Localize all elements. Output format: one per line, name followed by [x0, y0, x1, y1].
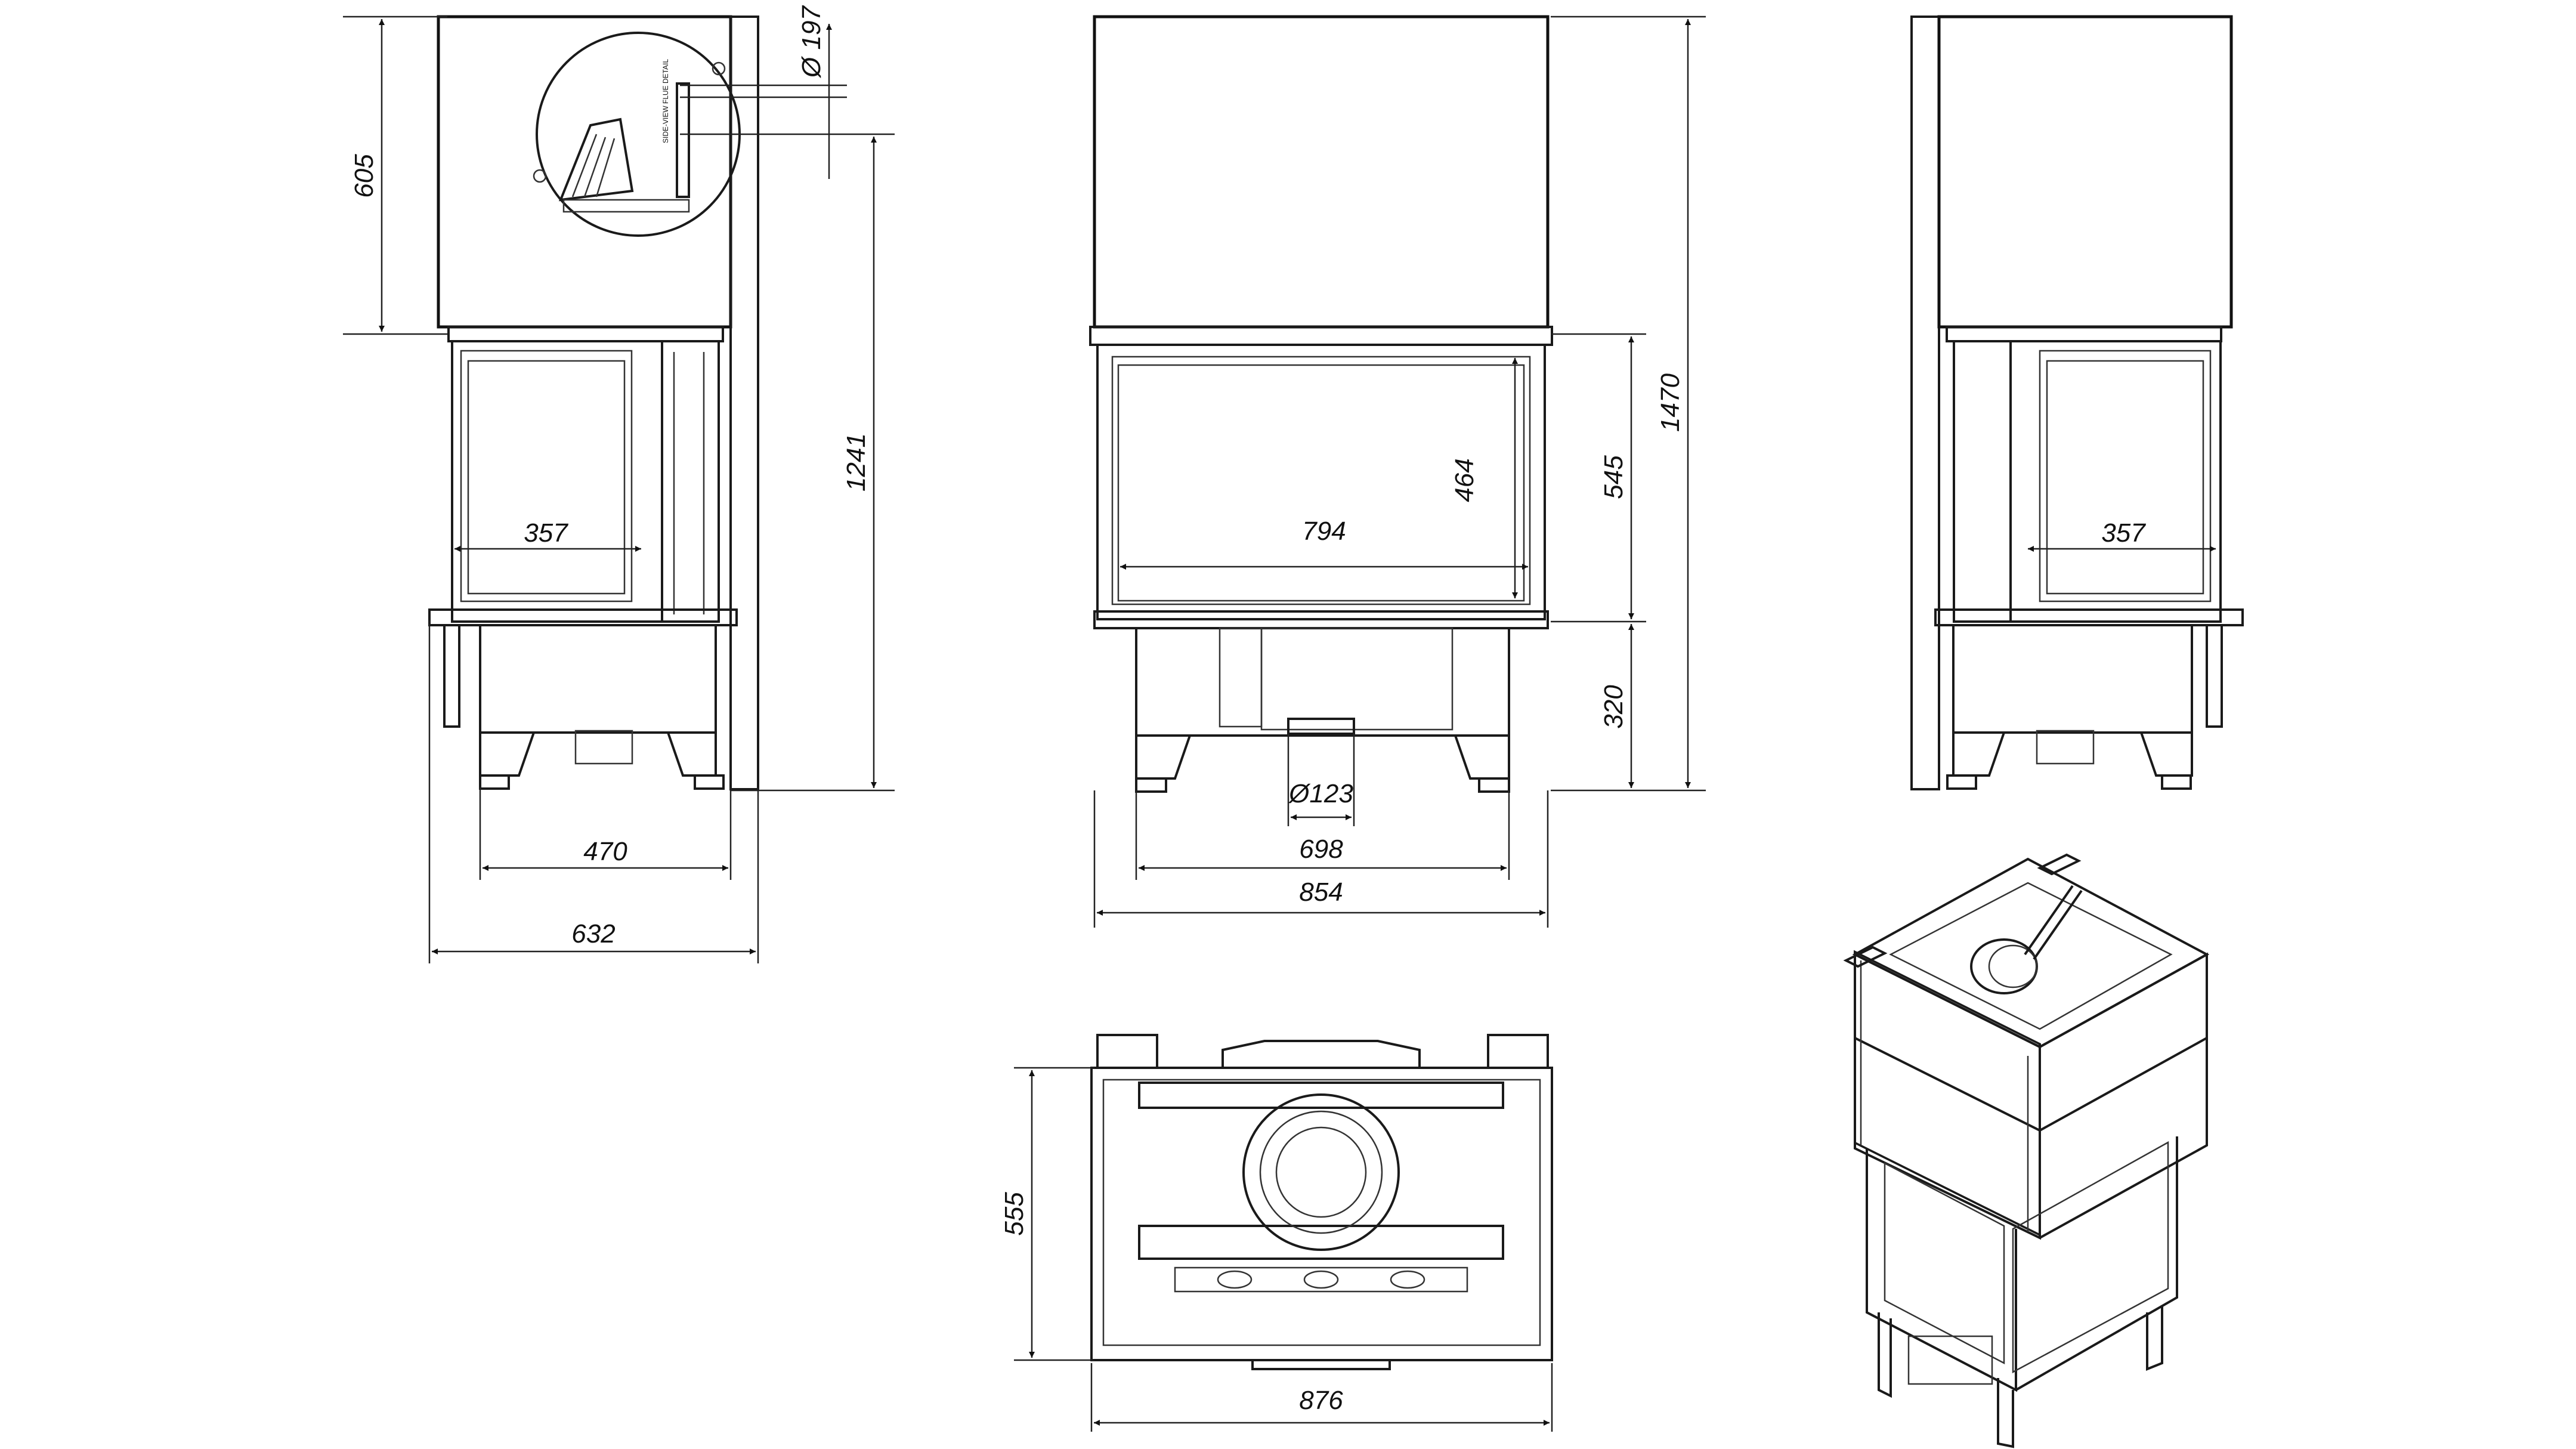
- dim-top-depth: 555: [1000, 1192, 1029, 1236]
- dim-glass-height: 464: [1450, 458, 1479, 502]
- dim-total-height: 1241: [842, 433, 871, 492]
- dim-height-top-section: 605: [350, 154, 379, 198]
- dim-flue-diameter: Ø 197: [797, 5, 826, 79]
- left-side-view: SIDE-VIEW FLUE DETAIL 605 Ø 197 1241 357…: [343, 5, 895, 963]
- dim-overall-height: 1470: [1656, 373, 1685, 432]
- dim-leg-span-left: 470: [583, 837, 627, 866]
- dim-glass-width-front: 794: [1302, 517, 1346, 546]
- right-side-view: 357: [1910, 15, 2244, 790]
- dim-top-width: 876: [1299, 1386, 1343, 1415]
- top-view: 555 876: [1000, 1034, 1553, 1432]
- front-view: 794 464 545 320 1470 Ø123 698 854: [1089, 15, 1706, 928]
- dim-leg-span-front: 698: [1299, 835, 1343, 864]
- dim-door-height: 545: [1599, 455, 1628, 499]
- dim-air-inlet: Ø123: [1288, 779, 1353, 808]
- dim-glass-width-right: 357: [2101, 518, 2146, 548]
- dim-glass-width-left: 357: [524, 518, 568, 548]
- isometric-view: [1843, 853, 2210, 1448]
- dim-overall-depth: 632: [571, 919, 615, 949]
- dim-overall-width: 854: [1299, 878, 1343, 907]
- dim-base-height: 320: [1599, 685, 1628, 729]
- detail-label: SIDE-VIEW FLUE DETAIL: [661, 59, 670, 143]
